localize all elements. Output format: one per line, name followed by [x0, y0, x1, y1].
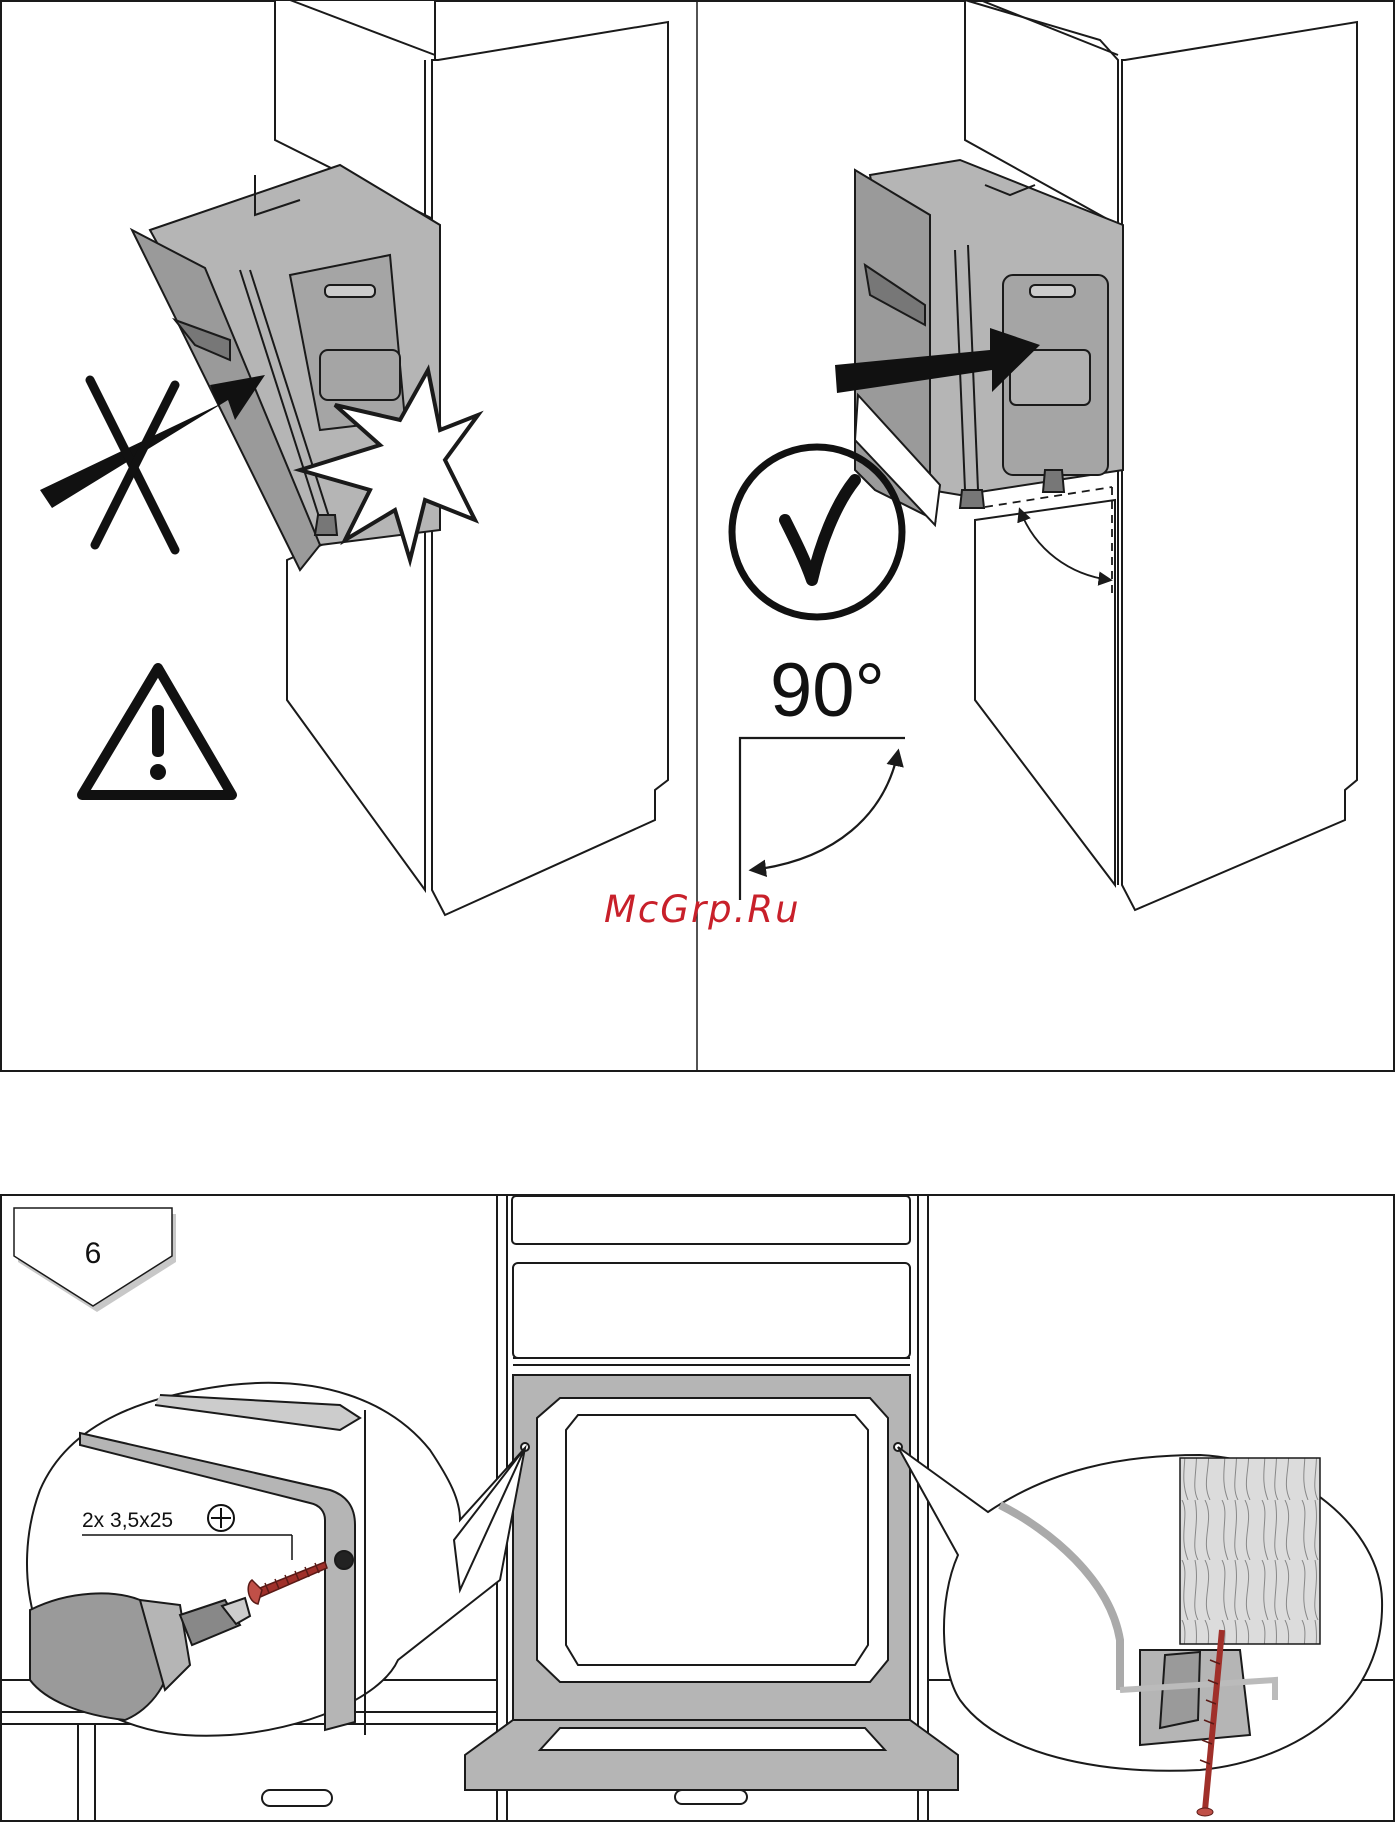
checkmark-icon	[732, 447, 902, 617]
correct-installation-figure: 90°	[732, 0, 1357, 910]
screw-spec: 2x 3,5x25	[82, 1509, 173, 1532]
right-angle-guide	[740, 738, 905, 900]
detail-bubble-left: 2x 3,5x25	[27, 1383, 525, 1736]
oven-straight	[855, 160, 1123, 525]
step-panel: 6	[1, 1195, 1394, 1821]
wrong-installation-figure	[40, 0, 668, 915]
warning-icon	[82, 668, 232, 795]
oven-front	[465, 1375, 958, 1790]
step-number: 6	[85, 1237, 102, 1270]
step-number-badge: 6	[14, 1208, 176, 1312]
phillips-icon	[208, 1505, 234, 1531]
angle-label: 90°	[770, 648, 885, 733]
wood-panel	[1180, 1458, 1320, 1644]
watermark-text: McGrp.Ru	[604, 888, 801, 931]
detail-bubble-right	[898, 1447, 1382, 1816]
push-arrow-wrong	[40, 375, 265, 508]
